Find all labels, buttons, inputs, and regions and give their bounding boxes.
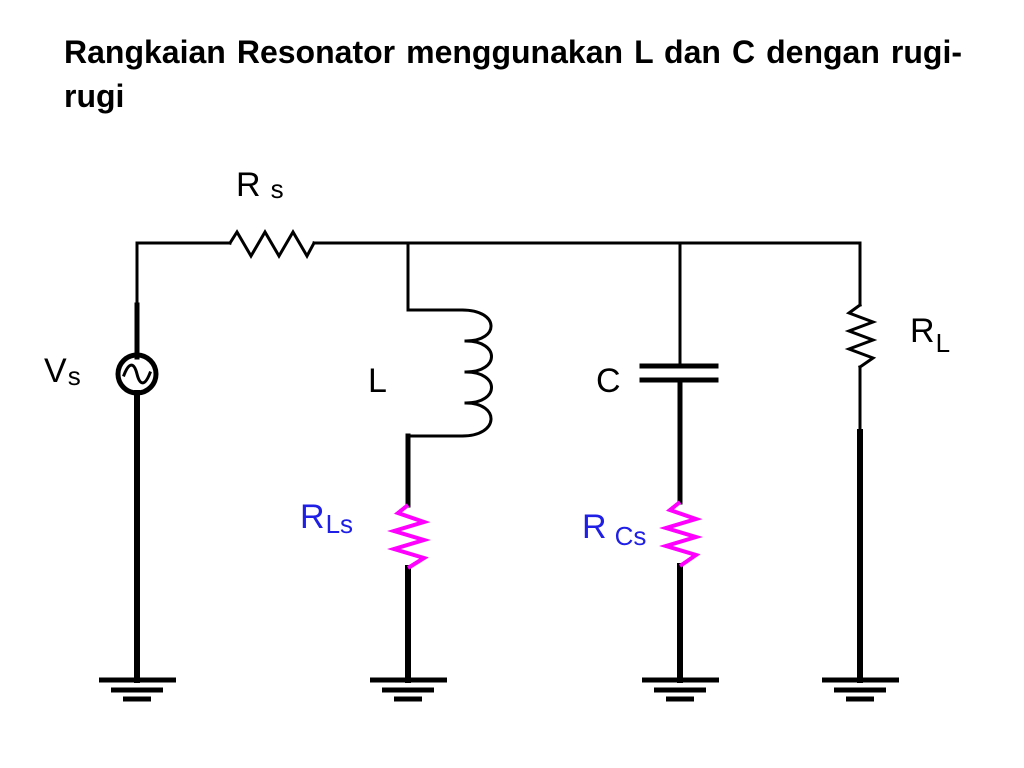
slide-title: Rangkaian Resonator menggunakan L dan C … (64, 34, 962, 114)
capacitor-loss-resistor-zigzag (659, 500, 703, 568)
ground-symbol-capacitor (642, 677, 719, 702)
inductor-loss-label: RLs (300, 498, 353, 539)
ground-symbol-load (822, 677, 899, 702)
ac-source-sine (122, 363, 152, 385)
load-resistor-zigzag (844, 302, 878, 370)
source-resistor-zigzag (227, 229, 317, 260)
load-resistor-label: RL (910, 312, 950, 358)
inductor-label: L (368, 362, 387, 400)
capacitor-label: C (596, 362, 621, 400)
inductor-coil (460, 308, 493, 438)
ground-symbol-inductor (370, 677, 447, 702)
source-label: Vs (44, 352, 81, 391)
inductor-loss-resistor-zigzag (387, 503, 431, 570)
ground-symbol-source (99, 677, 176, 702)
